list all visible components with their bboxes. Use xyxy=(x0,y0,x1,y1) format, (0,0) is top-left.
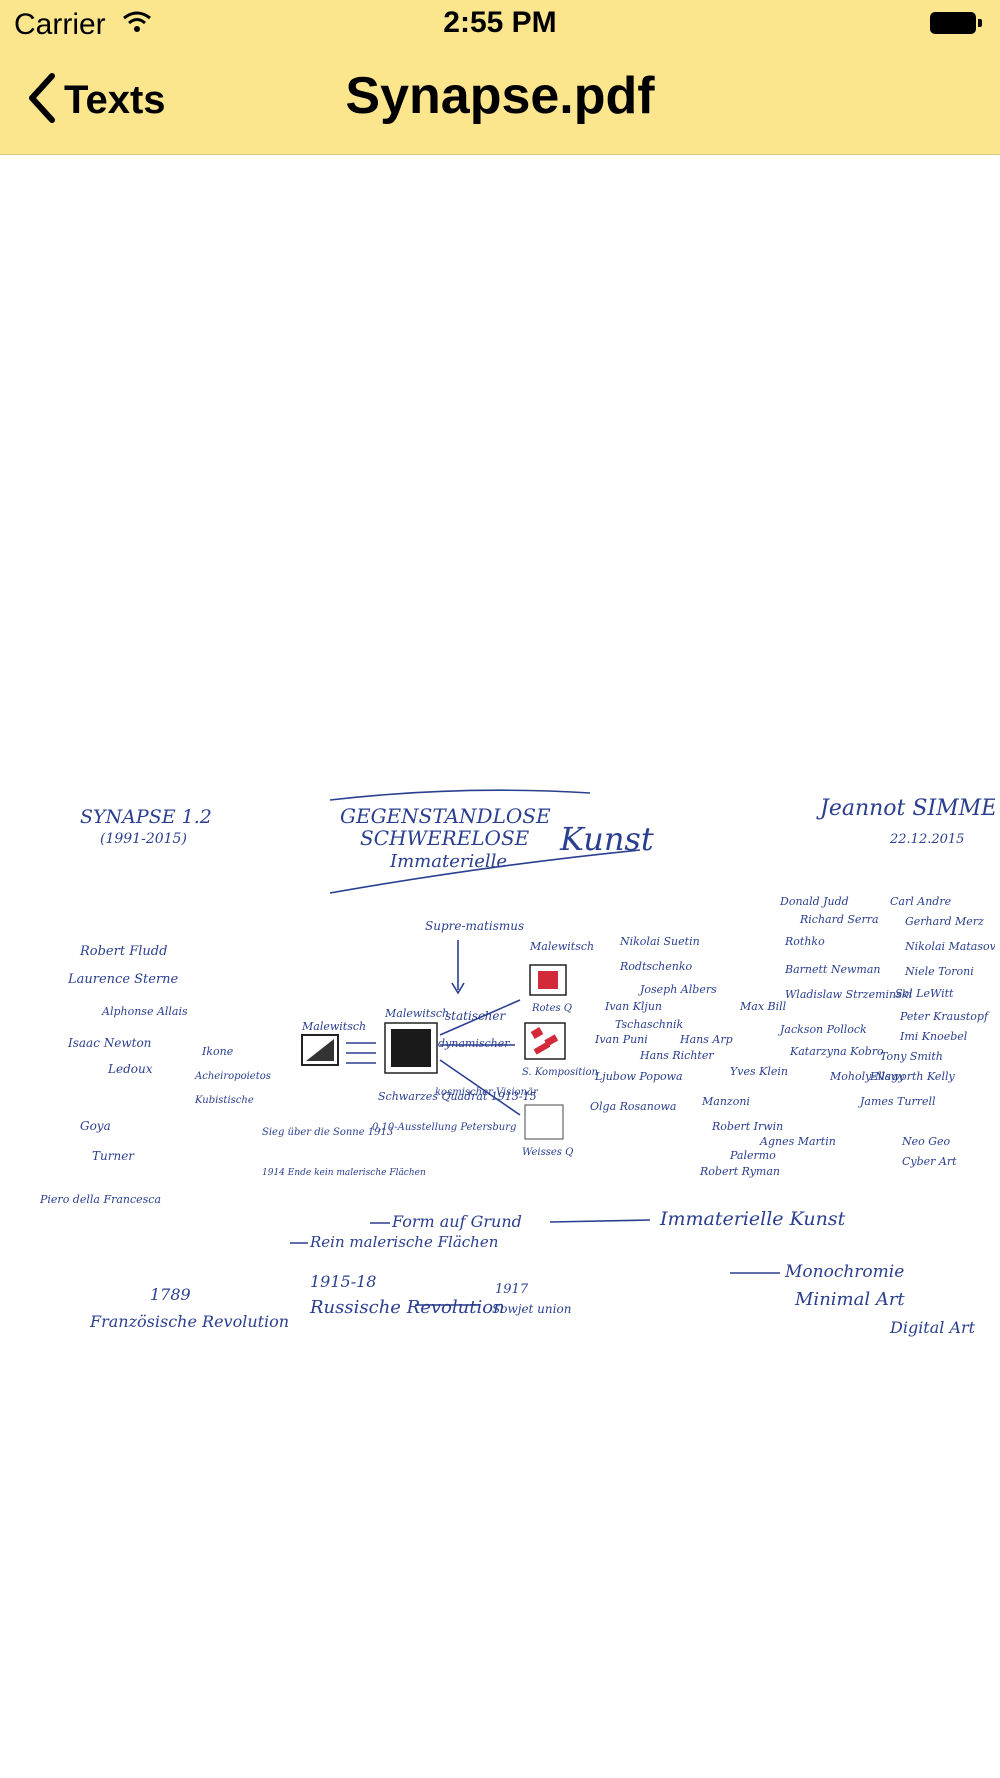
digital-art-label: Digital Art xyxy=(889,1318,976,1337)
clock: 2:55 PM xyxy=(443,6,557,39)
form-label: Form auf Grund xyxy=(391,1212,522,1231)
year-1789-label: 1789 xyxy=(150,1285,191,1304)
malewitsch-small-label: Malewitsch xyxy=(301,1020,366,1033)
right-name-27: Nikolai Matasov xyxy=(904,940,995,953)
right-name-1: Rodtschenko xyxy=(619,960,693,973)
right-name-19: Richard Serra xyxy=(799,913,879,926)
right-name-5: Tschaschnik xyxy=(615,1018,683,1031)
composition-icon xyxy=(530,1027,559,1055)
left-term-4: 1914 Ende kein malerische Flächen xyxy=(262,1168,426,1178)
heading-line-1: GEGENSTANDLOSE xyxy=(340,804,551,828)
right-name-25: Carl Andre xyxy=(890,895,952,908)
dynamischer-label: dynamischer xyxy=(438,1037,510,1050)
rotes-q-label: Rotes Q xyxy=(531,1003,572,1014)
year-1917-label: 1917 xyxy=(495,1282,529,1297)
red-square-icon xyxy=(538,971,558,989)
right-name-32: Tony Smith xyxy=(880,1050,943,1063)
immaterielle-kunst-label: Immaterielle Kunst xyxy=(659,1208,846,1230)
rein-label: Rein malerische Flächen xyxy=(309,1233,498,1251)
years-label: (1991-2015) xyxy=(100,831,187,847)
right-name-4: Max Bill xyxy=(739,1000,787,1013)
right-name-14: Robert Irwin xyxy=(711,1120,783,1133)
statischer-label: statischer xyxy=(445,1009,507,1023)
right-name-9: Ljubow Popowa xyxy=(594,1070,683,1083)
left-term-0: Ikone xyxy=(201,1045,234,1058)
right-name-33: Ellsworth Kelly xyxy=(869,1070,955,1083)
date-label: 22.12.2015 xyxy=(889,832,964,847)
right-name-21: Barnett Newman xyxy=(784,963,880,976)
black-square-icon xyxy=(391,1029,431,1067)
right-name-3: Ivan Kljun xyxy=(604,1000,662,1013)
malewitsch-right-label: Malewitsch xyxy=(529,940,594,953)
weisses-q-label: Weisses Q xyxy=(522,1147,573,1158)
right-name-35: Neo Geo xyxy=(901,1135,951,1148)
battery-icon xyxy=(930,12,982,36)
chevron-left-icon xyxy=(26,72,56,129)
wifi-icon xyxy=(122,10,152,39)
right-name-11: Yves Klein xyxy=(730,1065,788,1078)
right-name-31: Imi Knoebel xyxy=(899,1030,968,1043)
right-name-28: Niele Toroni xyxy=(904,965,974,978)
white-square-icon xyxy=(524,1104,564,1140)
right-name-17: Robert Ryman xyxy=(699,1165,780,1178)
right-name-6: Ivan Puni xyxy=(594,1033,648,1046)
right-name-13: Manzoni xyxy=(701,1095,750,1108)
synapse-label: SYNAPSE 1.2 xyxy=(80,806,212,828)
left-name-7: Piero della Francesca xyxy=(40,1193,161,1206)
minimal-art-label: Minimal Art xyxy=(794,1289,905,1310)
heading-line-2: SCHWERELOSE xyxy=(360,826,530,850)
right-name-23: Jackson Pollock xyxy=(778,1023,867,1036)
pdf-viewer[interactable]: SYNAPSE 1.2 (1991-2015) GEGENSTANDLOSE S… xyxy=(0,155,1000,1778)
heading-line-3: Immaterielle xyxy=(389,851,507,872)
left-name-2: Alphonse Allais xyxy=(101,1005,188,1018)
right-name-10: Olga Rosanowa xyxy=(590,1100,676,1113)
page-title: Synapse.pdf xyxy=(345,67,655,125)
right-name-15: Agnes Martin xyxy=(759,1135,836,1148)
left-term-3: Sieg über die Sonne 1913 xyxy=(262,1127,393,1138)
right-name-20: Rothko xyxy=(784,935,825,948)
right-name-22: Wladislaw Strzeminski xyxy=(785,988,912,1001)
left-term-1: Acheiropoietos xyxy=(194,1071,271,1082)
left-name-0: Robert Fludd xyxy=(79,944,167,959)
right-name-0: Nikolai Suetin xyxy=(619,935,700,948)
right-name-34: James Turrell xyxy=(858,1095,936,1108)
navigation-bar: Carrier 2:55 PM Texts Synapse.pdf xyxy=(0,0,1000,155)
monochromie-label: Monochromie xyxy=(784,1262,904,1282)
kunst-label: Kunst xyxy=(559,820,654,858)
ausstellung-label: 0,10-Ausstellung Petersburg xyxy=(372,1122,516,1133)
pdf-page-drawing: SYNAPSE 1.2 (1991-2015) GEGENSTANDLOSE S… xyxy=(40,789,995,1337)
right-name-16: Palermo xyxy=(729,1149,776,1162)
left-name-4: Ledoux xyxy=(107,1062,153,1076)
left-term-2: Kubistische xyxy=(194,1095,254,1106)
right-name-7: Hans Arp xyxy=(679,1033,733,1046)
komposition-label: S. Komposition xyxy=(522,1067,598,1078)
right-name-29: Sol LeWitt xyxy=(895,987,954,1000)
right-name-2: Joseph Albers xyxy=(638,983,717,996)
right-name-36: Cyber Art xyxy=(902,1155,957,1168)
author-label: Jeannot SIMMEN xyxy=(816,796,995,821)
back-button[interactable]: Texts xyxy=(26,72,166,128)
left-name-3: Isaac Newton xyxy=(67,1036,151,1050)
carrier-label: Carrier xyxy=(14,8,106,41)
right-name-26: Gerhard Merz xyxy=(905,915,984,928)
left-name-1: Laurence Sterne xyxy=(67,972,179,987)
back-button-label: Texts xyxy=(64,77,166,122)
right-name-18: Donald Judd xyxy=(779,895,849,908)
kosmischer-label: kosmischer Visionär xyxy=(435,1087,539,1098)
right-name-8: Hans Richter xyxy=(639,1049,714,1062)
right-name-30: Peter Kraustopf xyxy=(899,1010,990,1023)
right-name-12: Moholy-Nagy xyxy=(829,1070,905,1083)
left-name-5: Goya xyxy=(80,1119,111,1133)
year-1915-label: 1915-18 xyxy=(310,1272,376,1291)
suprematismus-label: Supre-matismus xyxy=(425,919,524,933)
left-name-6: Turner xyxy=(92,1149,135,1163)
malewitsch-label: Malewitsch xyxy=(384,1007,449,1020)
russ-rev-label: Russische Revolution xyxy=(309,1297,505,1318)
status-bar: Carrier 2:55 PM xyxy=(0,0,1000,48)
franz-rev-label: Französische Revolution xyxy=(89,1312,289,1331)
small-square-icon xyxy=(301,1034,339,1066)
right-name-24: Katarzyna Kobro xyxy=(789,1045,884,1058)
sowjet-label: Sowjet union xyxy=(492,1302,571,1316)
